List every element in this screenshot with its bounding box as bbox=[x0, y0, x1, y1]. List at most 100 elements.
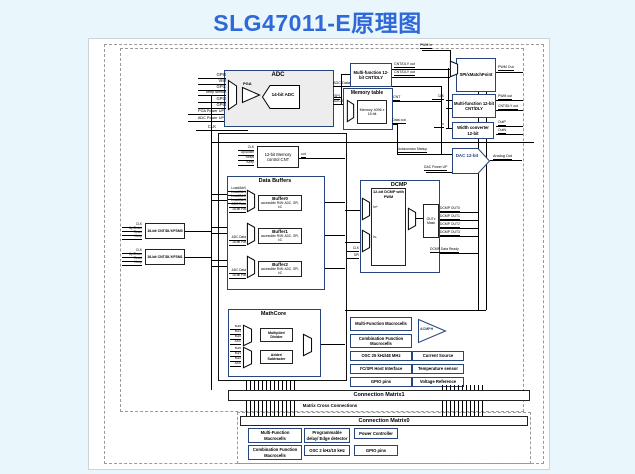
matrix0-boundary bbox=[237, 412, 531, 464]
wire bbox=[486, 72, 487, 310]
dcmp-title: DCMP bbox=[390, 182, 408, 188]
mathcore-src-label: Buf1 bbox=[230, 329, 241, 335]
width-converter-in-label: In bbox=[434, 122, 444, 129]
fsm-input-label: Up/Down bbox=[122, 252, 142, 259]
mathcore-src-label: ADC bbox=[230, 361, 241, 367]
voltage-reference-block: Voltage Reference bbox=[412, 377, 464, 387]
wire bbox=[391, 124, 397, 125]
page-title: SLG47011-E原理图 bbox=[213, 10, 422, 36]
buffer-src-label: ADC Data bbox=[229, 235, 246, 242]
memory-core-block: Memory 4096 x 16 bit bbox=[357, 100, 387, 124]
mathcore-src-label: ADC bbox=[230, 339, 241, 345]
pga-power-label: PGA Power UP bbox=[188, 109, 224, 115]
fsm-input-label: Keep bbox=[122, 260, 142, 267]
width-converter-out-label: OutP bbox=[498, 120, 506, 127]
wire bbox=[446, 108, 452, 109]
pga-amplifier-icon bbox=[242, 87, 260, 103]
buffer0-mux bbox=[247, 190, 255, 212]
wire bbox=[496, 72, 523, 73]
matrix-cross-label: Matrix Cross Connections bbox=[302, 403, 358, 408]
spi-input-mux bbox=[450, 61, 458, 77]
mem-cnt-input-label: Reset bbox=[238, 155, 254, 162]
wire bbox=[392, 77, 450, 78]
dcmp-mask-block: OUTx Mask bbox=[423, 204, 439, 238]
wire bbox=[439, 236, 478, 237]
adc-input-label: Vref bbox=[198, 78, 226, 86]
dcmp-out-label: DCMP OUT3 bbox=[440, 230, 460, 237]
dcmp-inn-label: In- bbox=[373, 235, 377, 239]
adc-core-label: 14-bit ADC bbox=[271, 92, 295, 97]
mathcore-out-mux bbox=[303, 334, 312, 356]
wire bbox=[345, 242, 362, 243]
dcmp-out-label: DCMP OUT1 bbox=[440, 214, 460, 221]
buffer-load-label: Load/Adr0 bbox=[228, 186, 246, 193]
adc-input-label: GPI1 bbox=[198, 84, 226, 92]
wire bbox=[312, 344, 345, 345]
wire bbox=[446, 100, 452, 101]
chip-boundary bbox=[120, 48, 524, 412]
adc-input-label: GPI0 bbox=[198, 72, 226, 80]
dcmp-spi-label: SPI bbox=[347, 253, 359, 260]
width-converter-block: Width converter 12-bit bbox=[452, 122, 494, 139]
wire bbox=[422, 50, 450, 51]
cf-macrocells-block: Combination Function Macrocells bbox=[350, 334, 412, 348]
cnt-right-clk-label: CLK bbox=[432, 94, 444, 101]
bottom-osc-block: OSC 2 kHz/10 kHz bbox=[304, 445, 350, 456]
acmph-label: ACMPH bbox=[420, 327, 434, 331]
buffer-src-label: ADC Data bbox=[229, 268, 246, 275]
cnt-top-block: Multi-function 12-bit CNT/DLY bbox=[350, 63, 392, 87]
wire bbox=[450, 50, 451, 61]
width-converter-out-label: OutN bbox=[498, 128, 506, 135]
wire bbox=[392, 69, 450, 70]
wire bbox=[439, 228, 478, 229]
mem-cnt-input-label: CLK bbox=[238, 145, 254, 152]
fsm-input-label: Reset bbox=[122, 230, 142, 237]
data-buffers-title: Data Buffers bbox=[258, 178, 292, 184]
wire bbox=[299, 158, 345, 159]
analog-out-label: Analog Out bbox=[493, 154, 512, 160]
fsm0-block: 16-bit CNT/DLY/FSM0 bbox=[145, 223, 185, 239]
memory-cnt-out-label: CNT bbox=[393, 95, 401, 102]
fsm-input-label: CLK bbox=[122, 248, 142, 255]
osc-block: OSC 25 kHz/48 MHz bbox=[350, 351, 412, 361]
buffer1-sub: accessible R/W: ADC, SPI, I²C bbox=[260, 233, 300, 242]
wire bbox=[439, 220, 478, 221]
buffer2-mux bbox=[247, 256, 255, 278]
dcmp-out-label: DCMP OUT2 bbox=[440, 222, 460, 229]
wire bbox=[391, 101, 441, 102]
buffer-src-label: 16-bit Par bbox=[229, 273, 246, 280]
buffer1-name: Buffer1 bbox=[272, 229, 288, 235]
buffer2-name: Buffer2 bbox=[272, 262, 288, 268]
adder-block: Adder/ Subtracter bbox=[260, 350, 293, 364]
fsm-input-label: Up/Down bbox=[122, 226, 142, 233]
dcmp-core-block: 12-bit DCMP with PWM bbox=[371, 188, 406, 266]
acmph-comparator-icon bbox=[418, 319, 446, 343]
cnt-right-out-label: PWM out bbox=[498, 94, 512, 101]
wire bbox=[446, 128, 452, 129]
fsm-input-label: Keep bbox=[122, 234, 142, 241]
mathcore-src-label: Buf0 bbox=[230, 324, 241, 330]
pga-label: PGA bbox=[243, 81, 252, 86]
wire bbox=[441, 86, 442, 154]
dcmp-out-mux bbox=[408, 208, 416, 230]
wire bbox=[397, 154, 452, 155]
current-source-block: Current Source bbox=[412, 351, 464, 361]
adc-core-shape bbox=[262, 85, 300, 109]
buffer-load-label: Load/Adr2 bbox=[228, 194, 246, 201]
matrix-lines bbox=[442, 401, 486, 416]
adc-clk-label: CLK bbox=[196, 124, 216, 132]
dcmp-mux bbox=[362, 198, 370, 220]
mem-cnt-input-label: Keep bbox=[238, 160, 254, 167]
adc-title: ADC bbox=[271, 72, 285, 78]
buffer1-mux bbox=[247, 223, 255, 245]
adc-power-label: ADC Power UP bbox=[188, 116, 224, 122]
wire bbox=[496, 126, 523, 127]
memory-spi-label: SPI bbox=[334, 94, 340, 101]
mathcore-mux bbox=[243, 325, 252, 346]
matrix-lines bbox=[246, 380, 298, 390]
wire bbox=[185, 231, 211, 232]
adc-input-label: GPI3 bbox=[198, 102, 226, 110]
dcmp-inp-label: In+ bbox=[373, 205, 378, 209]
